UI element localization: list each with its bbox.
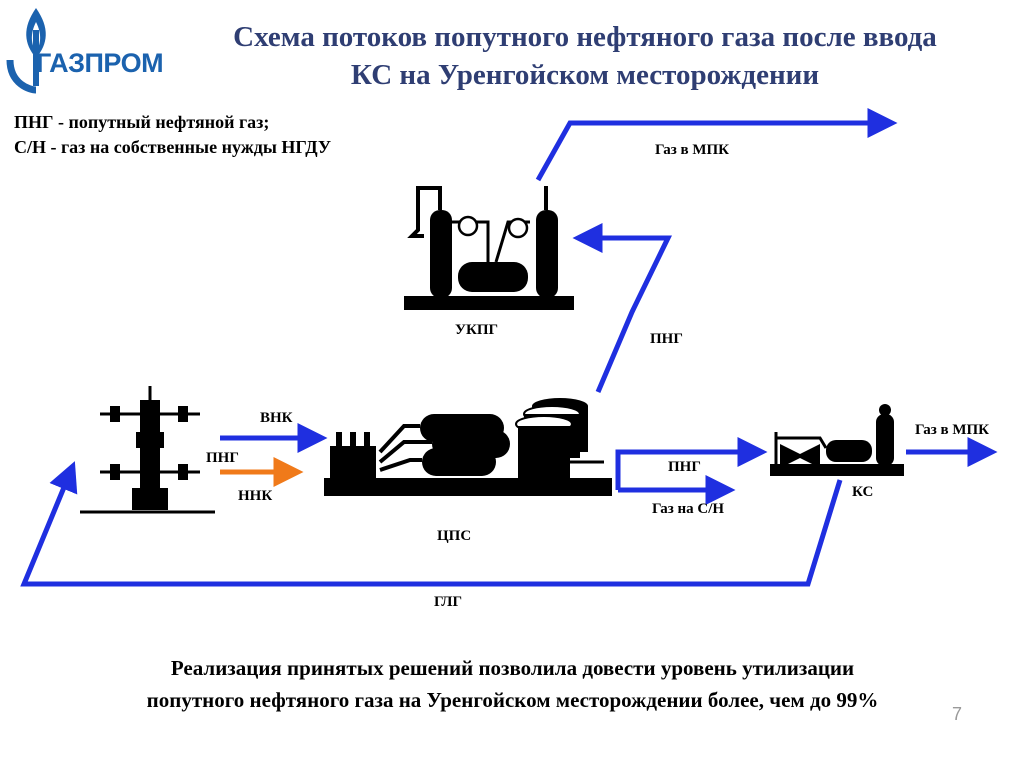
ks-equipment-icon xyxy=(770,404,904,476)
label-ukpg: УКПГ xyxy=(455,322,499,338)
label-gas-mpk-top: Газ в МПК xyxy=(655,142,730,158)
gazprom-logo-icon xyxy=(6,8,46,94)
legend-sn: С/Н - газ на собственные нужды НГДУ xyxy=(14,137,332,157)
page-title: Схема потоков попутного нефтяного газа п… xyxy=(170,18,1000,94)
conclusion-line-1: Реализация принятых решений позволила до… xyxy=(170,656,855,680)
label-png-ks: ПНГ xyxy=(668,459,701,475)
legend-png: ПНГ - попутный нефтяной газ; xyxy=(14,112,270,132)
oil-well-icon xyxy=(80,386,215,514)
flow-cps-to-ukpg xyxy=(572,223,672,393)
logo-text: ГАЗПРОМ xyxy=(36,48,164,78)
abbreviation-legend: ПНГ - попутный нефтяной газ; С/Н - газ н… xyxy=(14,110,331,160)
label-png-well: ПНГ xyxy=(206,450,239,466)
label-png-ukpg: ПНГ xyxy=(650,331,683,347)
label-cps: ЦПС xyxy=(437,528,472,544)
conclusion-line-2: попутного нефтяного газа на Уренгойском … xyxy=(146,688,879,712)
label-gas-mpk-right: Газ в МПК xyxy=(915,422,990,438)
label-vnk: ВНК xyxy=(260,410,293,426)
label-nnk: ННК xyxy=(238,488,273,504)
page-number: 7 xyxy=(951,704,962,724)
label-glg: ГЛГ xyxy=(434,594,463,610)
flow-cps-to-ks xyxy=(615,437,768,490)
flow-ukpg-to-mpk xyxy=(535,108,898,182)
label-ks: КС xyxy=(852,484,874,500)
cps-equipment-icon xyxy=(324,398,612,496)
label-gas-sn: Газ на С/Н xyxy=(652,501,725,517)
title-line-1: Схема потоков попутного нефтяного газа п… xyxy=(233,21,937,53)
conclusion-text: Реализация принятых решений позволила до… xyxy=(20,652,1005,716)
title-line-2: КС на Уренгойском месторождении xyxy=(350,59,820,91)
flow-glg-loop xyxy=(20,461,843,587)
ukpg-equipment-icon xyxy=(404,186,574,310)
